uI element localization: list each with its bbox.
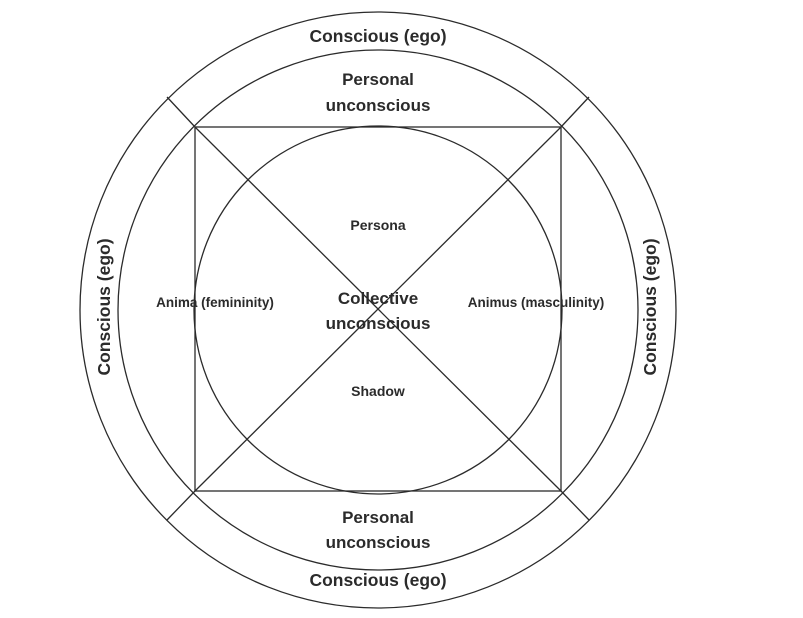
personal-unconscious-top-line2: unconscious xyxy=(326,96,431,115)
outer-label-right: Conscious (ego) xyxy=(640,238,660,375)
personal-unconscious-top-line1: Personal xyxy=(342,70,414,89)
personal-unconscious-bottom-line1: Personal xyxy=(342,508,414,527)
outer-circle xyxy=(79,11,677,609)
personal-unconscious-bottom-line2: unconscious xyxy=(326,533,431,552)
outer-label-top: Conscious (ego) xyxy=(309,26,446,46)
shadow-label: Shadow xyxy=(351,383,405,399)
outer-label-left: Conscious (ego) xyxy=(94,238,114,375)
anima-label: Anima (femininity) xyxy=(156,295,274,310)
collective-unconscious-line2: unconscious xyxy=(326,314,431,333)
outer-divider-top-right xyxy=(560,96,590,128)
animus-label: Animus (masculinity) xyxy=(468,295,605,310)
inner-square xyxy=(194,126,562,492)
outer-label-bottom: Conscious (ego) xyxy=(309,570,446,590)
persona-label: Persona xyxy=(350,217,405,233)
collective-unconscious-line1: Collective xyxy=(338,289,418,308)
middle-circle xyxy=(117,49,639,571)
outer-divider-bottom-left xyxy=(166,490,196,521)
inner-circle xyxy=(193,125,563,495)
outer-divider-bottom-right xyxy=(560,490,590,521)
outer-divider-top-left xyxy=(166,96,196,128)
diagonal-b xyxy=(194,126,562,492)
